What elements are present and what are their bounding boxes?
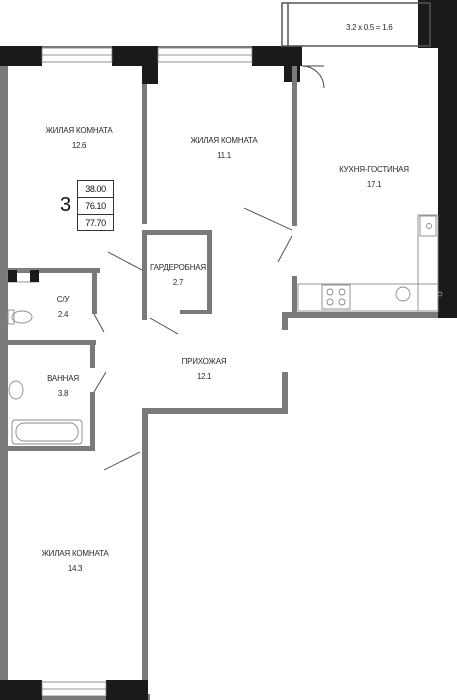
room-name-kitchen: КУХНЯ-ГОСТИНАЯ: [339, 165, 409, 174]
room-name-living3: ЖИЛАЯ КОМНАТА: [41, 549, 109, 558]
room-area-wardrobe: 2.7: [172, 278, 184, 287]
room-name-living1: ЖИЛАЯ КОМНАТА: [45, 126, 113, 135]
apartment-summary-badge: 3 38.00 76.10 77.70: [55, 180, 114, 231]
doors: [93, 65, 325, 471]
balcony: [281, 2, 431, 47]
area-values: 38.00 76.10 77.70: [77, 180, 114, 231]
room-name-bath: ВАННАЯ: [47, 374, 79, 383]
room-area-living1: 12.6: [71, 141, 87, 150]
room-name-wardrobe: ГАРДЕРОБНАЯ: [149, 263, 206, 272]
interior-walls: [0, 66, 297, 451]
room-area-living3: 14.3: [67, 564, 83, 573]
total-area-value: 76.10: [78, 198, 113, 215]
balcony-formula: 3.2 x 0.5 = 1.6: [346, 23, 393, 32]
windows: [41, 47, 253, 697]
living-area-value: 38.00: [78, 181, 113, 198]
fixtures: [7, 214, 443, 445]
total-with-balcony-value: 77.70: [85, 218, 106, 228]
room-area-bath: 3.8: [57, 389, 69, 398]
room-count: 3: [59, 194, 72, 216]
room-area-wc: 2.4: [57, 310, 69, 319]
room-name-wc: С/У: [56, 295, 70, 304]
wc-tank: [8, 270, 39, 282]
room-name-hall: ПРИХОЖАЯ: [181, 357, 227, 366]
room-name-living2: ЖИЛАЯ КОМНАТА: [190, 136, 258, 145]
room-area-kitchen: 17.1: [366, 180, 382, 189]
room-area-hall: 12.1: [196, 372, 212, 381]
room-area-living2: 11.1: [217, 151, 231, 160]
